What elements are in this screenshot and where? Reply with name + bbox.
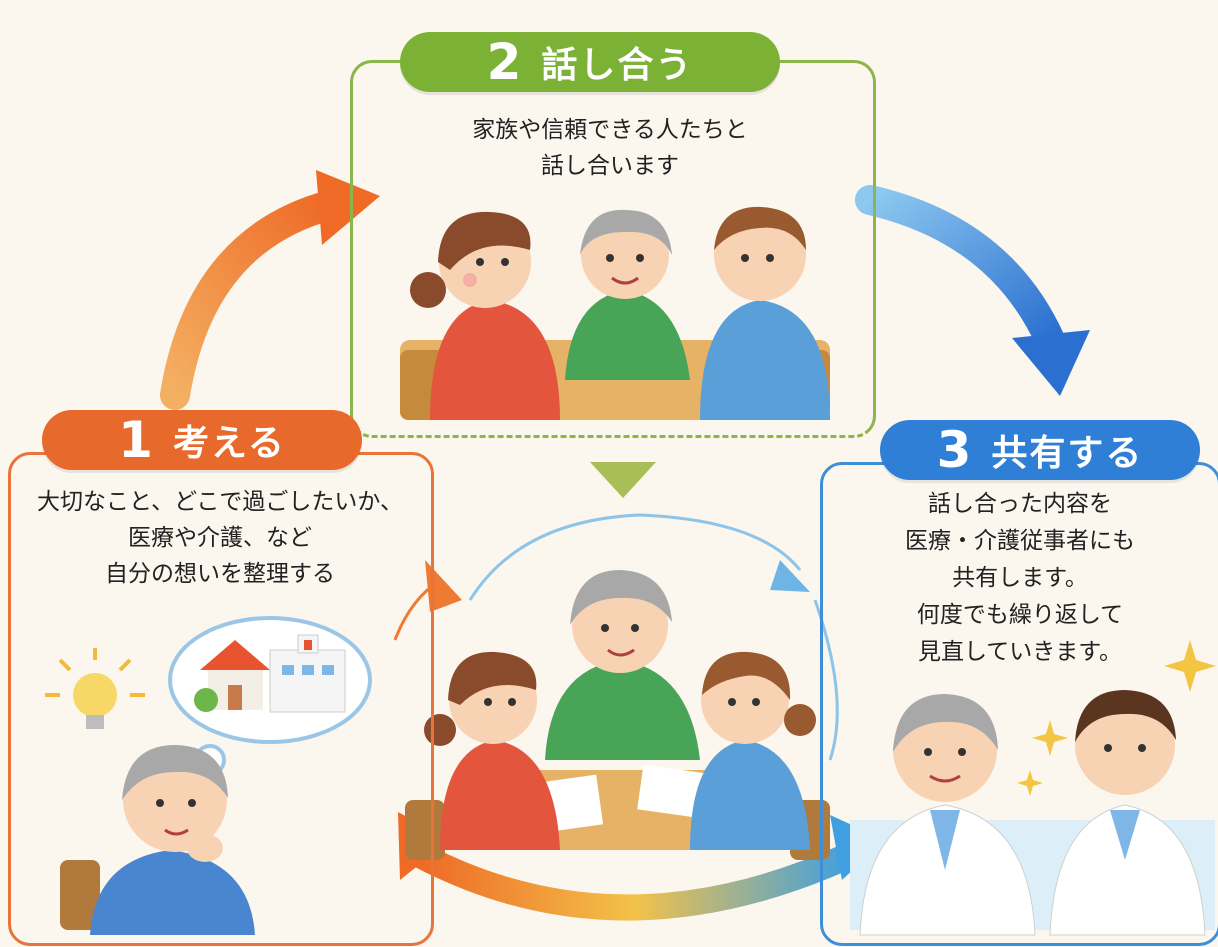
step-1-description: 大切なこと、どこで過ごしたいか、 医療や介護、など 自分の想いを整理する: [37, 489, 403, 587]
doctors-illustration: [850, 640, 1216, 936]
step-3-title: 共有する: [991, 433, 1144, 474]
step-1-number: 1: [118, 411, 153, 469]
family-meeting-illustration: [405, 570, 830, 860]
step-1-heading: 1 考える: [42, 410, 362, 470]
step-3-description: 話し合った内容を 医療・介護従事者にも 共有します。 何度でも繰り返して 見直し…: [905, 491, 1135, 665]
arrow-1-to-2: [160, 170, 380, 410]
inner-cycle-arc-top: [468, 513, 802, 601]
inner-arrow-right: [770, 560, 810, 592]
thinking-elder-illustration: [45, 616, 372, 935]
down-triangle: [590, 462, 656, 498]
step-2-title: 話し合う: [541, 45, 694, 86]
step-2-description: 家族や信頼できる人たちと 話し合います: [472, 117, 748, 179]
step-1-title: 考える: [172, 423, 286, 464]
step-2-heading: 2 話し合う: [400, 32, 780, 92]
step-2-number: 2: [486, 33, 522, 91]
step-3-number: 3: [936, 421, 972, 479]
family-talk-illustration: [400, 206, 830, 420]
step-3-heading: 3 共有する: [880, 420, 1200, 480]
inner-arrow-left: [425, 560, 462, 612]
arrow-2-to-3: [855, 185, 1090, 396]
